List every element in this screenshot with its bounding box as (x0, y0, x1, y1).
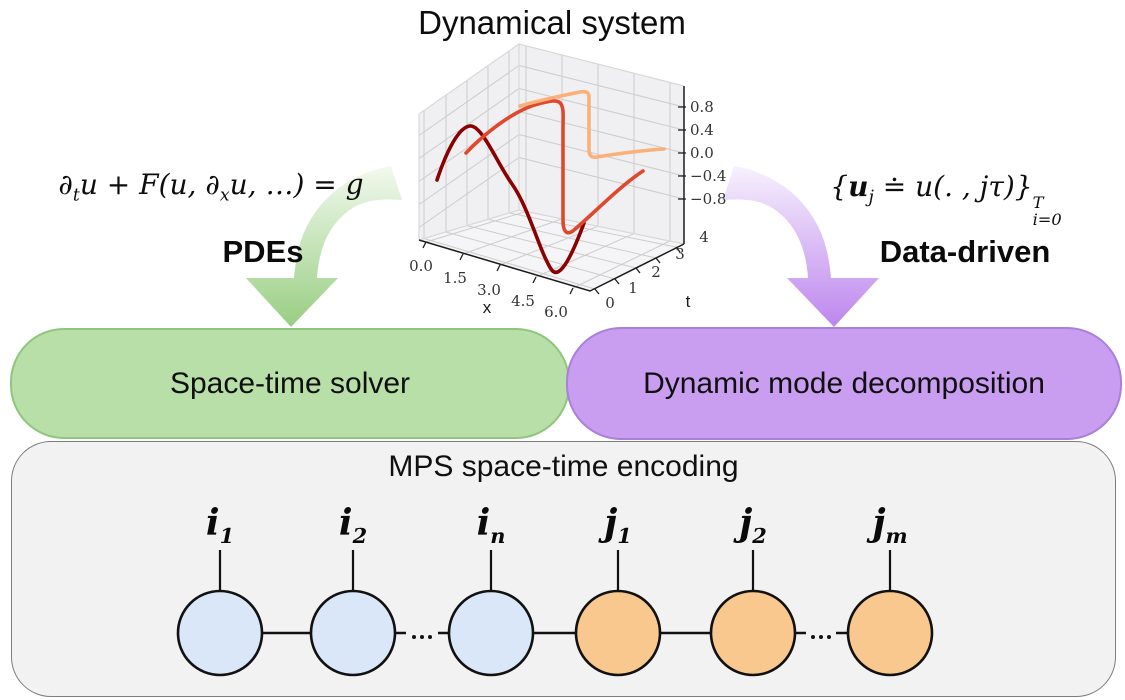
t-axis-label: t (686, 292, 691, 311)
z-tick-label: 0.4 (690, 121, 714, 139)
z-tick-label: 0.8 (690, 98, 714, 116)
dmd-label: Dynamic mode decomposition (643, 366, 1045, 400)
subscript-i0: i=0 (1032, 210, 1062, 230)
z-tick-label: −0.8 (690, 190, 726, 208)
dot-equals: ≐ (873, 170, 916, 203)
plot-tick-labels: 0.0 1.5 3.0 4.5 6.0 0 1 2 3 4 0.8 0.4 0.… (409, 98, 726, 321)
x-tick-label: 4.5 (511, 292, 535, 310)
tensor-label-i2: i2 (338, 502, 368, 549)
t-tick-label: 1 (628, 279, 638, 297)
figure-title: Dynamical system (418, 4, 686, 41)
t-tick-label: 2 (651, 263, 661, 281)
x-subscript: x (219, 185, 230, 206)
tensor-label-j2: j2 (739, 502, 767, 549)
tensor-label-i1: i1 (205, 502, 235, 549)
equation-middle: u(. , jτ)} (915, 170, 1033, 203)
pde-equation: ∂tu + F(u, ∂xu, …) = g (11, 168, 411, 206)
z-tick-label: 0.0 (690, 144, 714, 162)
x-tick-label: 1.5 (443, 269, 467, 287)
plot-box-edges (418, 43, 685, 245)
z-tick-label: −0.4 (690, 167, 726, 185)
dynamical-system-plot: 0.0 1.5 3.0 4.5 6.0 0 1 2 3 4 0.8 0.4 0.… (409, 43, 726, 321)
dmd-box: Dynamic mode decomposition (566, 327, 1122, 440)
equation-middle: u + F(u, ∂ (79, 168, 220, 201)
space-time-solver-box: Space-time solver (10, 328, 570, 439)
brace-open: { (830, 170, 849, 203)
data-driven-label: Data-driven (879, 234, 1051, 269)
space-time-solver-label: Space-time solver (169, 366, 411, 400)
superscript-T: T (1032, 193, 1044, 212)
equation-end: u, …) = g (229, 168, 364, 201)
plot-left-pane (419, 44, 519, 240)
pdes-label: PDEs (222, 234, 304, 269)
t-tick-label: 3 (675, 245, 685, 263)
tensor-label-j1: j1 (604, 502, 632, 549)
t-subscript: t (72, 185, 80, 206)
x-axis-label: x (483, 298, 492, 317)
tensor-label-in: in (476, 502, 506, 549)
t-tick-label: 0 (605, 294, 615, 312)
t-tick-label: 4 (699, 228, 709, 246)
mps-panel: MPS space-time encoding (11, 441, 1116, 697)
x-tick-label: 3.0 (477, 281, 501, 299)
plot-axis-labels: x t (483, 292, 691, 317)
partial-symbol: ∂ (58, 168, 73, 201)
plot-right-pane (519, 44, 684, 244)
curve-t4 (518, 89, 666, 160)
mps-panel-title: MPS space-time encoding (388, 450, 739, 483)
curve-t2 (464, 99, 645, 235)
tensor-label-jm: jm (872, 502, 908, 549)
x-tick-label: 6.0 (544, 303, 568, 321)
bold-u: u (848, 170, 869, 203)
